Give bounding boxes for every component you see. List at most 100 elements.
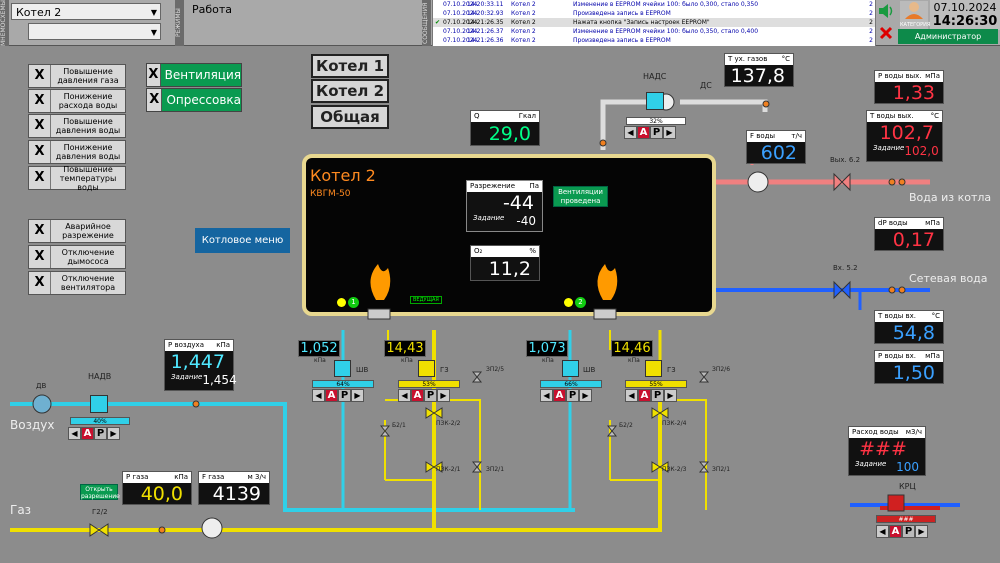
vacuum-set-value: -40: [516, 214, 536, 228]
nadv-actuator-icon[interactable]: [90, 395, 108, 413]
krc-manual[interactable]: P: [902, 525, 915, 538]
alarm-x: X: [29, 272, 51, 294]
leading-badge: ВЕДУЩАЯ: [410, 296, 442, 304]
nadv-manual[interactable]: P: [94, 427, 107, 440]
mode-value: Работа: [192, 3, 233, 16]
b1-gas-left[interactable]: ◀: [398, 389, 411, 402]
b2-gas-manual[interactable]: P: [651, 389, 664, 402]
krc-right[interactable]: ▶: [915, 525, 928, 538]
nadv-left[interactable]: ◀: [68, 427, 81, 440]
b1-air-right[interactable]: ▶: [351, 389, 364, 402]
b2-air-auto[interactable]: A: [553, 389, 566, 402]
second-select[interactable]: ▼: [28, 23, 161, 40]
p-water-in-display[interactable]: P воды вх.мПа 1,50: [874, 350, 944, 384]
b2-air-manual[interactable]: P: [566, 389, 579, 402]
nads-left[interactable]: ◀: [624, 126, 637, 139]
b1-air-manual[interactable]: P: [338, 389, 351, 402]
nads-actuator-icon[interactable]: [646, 92, 664, 110]
b1-gas-auto[interactable]: A: [411, 389, 424, 402]
nadv-right[interactable]: ▶: [107, 427, 120, 440]
nads-auto[interactable]: A: [637, 126, 650, 139]
nads-right[interactable]: ▶: [663, 126, 676, 139]
o2-display[interactable]: O₂% 11,2: [470, 245, 540, 281]
burner-1-gas-damper-icon[interactable]: [418, 360, 435, 377]
burner-2-gas-damper-icon[interactable]: [645, 360, 662, 377]
burner-1-zp2-label: ЗП2/1: [486, 466, 505, 473]
common-button[interactable]: Общая: [311, 105, 389, 129]
boiler-menu-button[interactable]: Котловое меню: [195, 228, 290, 253]
user-category[interactable]: КАТЕГОРИЯ: [900, 1, 930, 29]
b2-gas-right[interactable]: ▶: [664, 389, 677, 402]
burner-2-air-damper-icon[interactable]: [562, 360, 579, 377]
p-water-out-display[interactable]: P воды вых.мПа 1,33: [874, 70, 944, 104]
speaker-icon[interactable]: [877, 2, 895, 20]
b2-gas-left[interactable]: ◀: [625, 389, 638, 402]
b1-air-auto[interactable]: A: [325, 389, 338, 402]
object-select[interactable]: Котел 2 ▼: [11, 3, 161, 20]
boiler-1-button[interactable]: Котел 1: [311, 54, 389, 78]
f-gas-name: F газа: [202, 473, 225, 481]
water-flow-unit: м3/ч: [905, 428, 922, 436]
b1-air-left[interactable]: ◀: [312, 389, 325, 402]
event-date: 07.10.2024: [443, 10, 478, 17]
b1-gas-right[interactable]: ▶: [437, 389, 450, 402]
nadv-auto[interactable]: A: [81, 427, 94, 440]
burner-1-indicator-icon: [337, 298, 346, 307]
user-role[interactable]: Администратор: [898, 29, 998, 44]
event-date: 07.10.2024: [443, 28, 478, 35]
burner-2-zp2-label: ЗП2/1: [712, 466, 731, 473]
water-flow-name: Расход воды: [852, 428, 899, 436]
t-flue-display[interactable]: T ух. газов°C 137,8: [724, 53, 794, 87]
q-name: Q: [474, 112, 480, 120]
event-msg: Изменение в EEPROM ячейки 100: было 0,35…: [573, 28, 759, 35]
p-gas-name: P газа: [126, 473, 149, 481]
b2-gas-auto[interactable]: A: [638, 389, 651, 402]
open-permit-button[interactable]: Открыть разрешение: [80, 484, 120, 500]
alarm-reset-icon[interactable]: [878, 25, 894, 41]
b1-gas-manual[interactable]: P: [424, 389, 437, 402]
t-water-in-display[interactable]: T воды вх.°C 54,8: [874, 310, 944, 344]
nads-manual[interactable]: P: [650, 126, 663, 139]
burner-2-shv-label: ШВ: [583, 366, 596, 374]
boiler-2-button[interactable]: Котел 2: [311, 79, 389, 103]
b2-air-left[interactable]: ◀: [540, 389, 553, 402]
p-water-out-unit: мПа: [925, 72, 940, 80]
krc-left[interactable]: ◀: [876, 525, 889, 538]
burner-1-air-damper-icon[interactable]: [334, 360, 351, 377]
b2-air-right[interactable]: ▶: [579, 389, 592, 402]
burner-1-air-percent: 64%: [312, 380, 374, 388]
krc-auto[interactable]: A: [889, 525, 902, 538]
